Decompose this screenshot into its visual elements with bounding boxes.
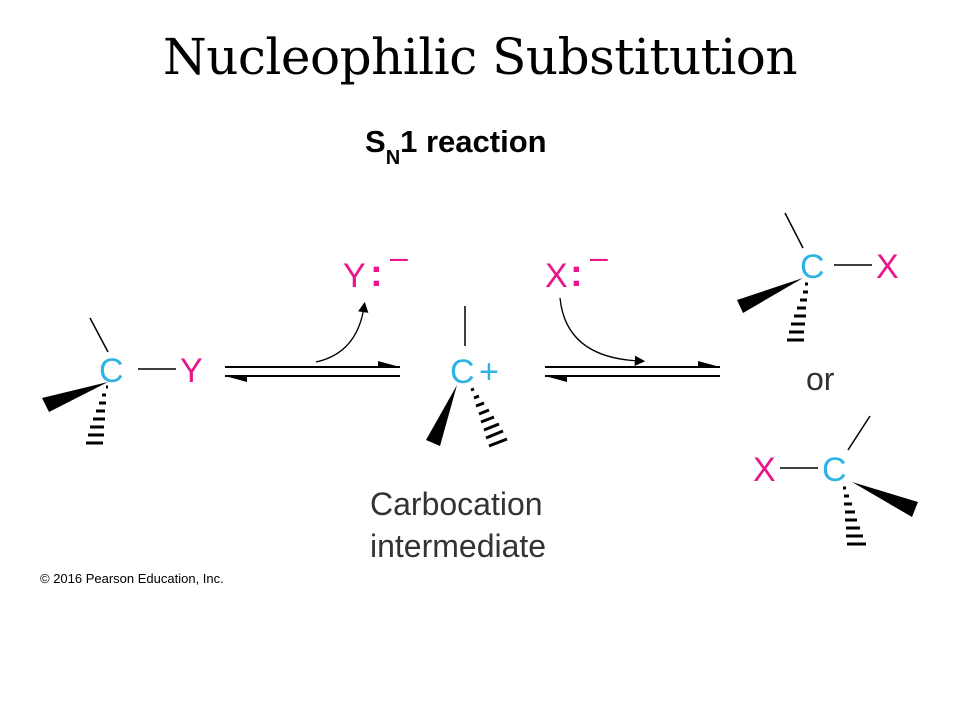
leaving-ion-lone-pair: : (370, 253, 383, 295)
nucleophile-charge: – (590, 239, 608, 275)
equilibrium-arrows-2 (545, 297, 720, 382)
product-b-hashed-bond (843, 486, 866, 546)
carbocation-charge: + (479, 353, 499, 391)
reactant: C Y (42, 317, 203, 445)
carbocation-wedge-bond (426, 385, 457, 446)
nucleophile-atom: X (545, 257, 568, 295)
reaction-name-subscript: N (386, 147, 400, 169)
reaction-name-s: S (365, 124, 386, 159)
slide-title: Nucleophilic Substitution (162, 28, 798, 86)
carbocation-hashed-bond (470, 387, 508, 448)
or-connector: or (806, 361, 835, 397)
reactant-wedge-bond (42, 382, 108, 412)
carbocation: C + Carbocation intermediate (370, 306, 546, 564)
reaction-name-rest: 1 reaction (400, 124, 546, 159)
reactant-leaving-group: Y (180, 352, 203, 390)
product-a-plain-bond (784, 212, 804, 249)
product-b-wedge-bond (852, 482, 918, 517)
carbocation-caption-line1: Carbocation (370, 486, 543, 522)
carbocation-caption-line2: intermediate (370, 528, 546, 564)
reactant-hashed-bond (86, 385, 108, 445)
nucleophile: X : – (545, 239, 608, 295)
carbocation-carbon: C (450, 353, 475, 391)
leaving-ion: Y : – (343, 239, 408, 295)
leaving-ion-atom: Y (343, 257, 366, 295)
product-a-hashed-bond (787, 282, 808, 342)
leaving-curved-arrow (315, 301, 369, 363)
product-a: C X (737, 212, 899, 342)
product-a-carbon: C (800, 248, 825, 286)
copyright-notice: © 2016 Pearson Education, Inc. (40, 571, 224, 586)
nucleophile-lone-pair: : (570, 253, 583, 295)
nucleophile-curved-arrow (559, 297, 646, 366)
product-b-substituent: X (753, 451, 776, 489)
reactant-carbon: C (99, 352, 124, 390)
product-b: X C (753, 415, 918, 546)
product-b-carbon: C (822, 451, 847, 489)
leaving-ion-charge: – (390, 239, 408, 275)
equilibrium-arrows-1 (225, 301, 400, 382)
product-b-plain-bond (847, 415, 871, 451)
product-a-substituent: X (876, 248, 899, 286)
product-a-wedge-bond (737, 278, 803, 313)
reactant-plain-bond (89, 317, 109, 353)
reaction-name: SN1 reaction (365, 124, 547, 169)
